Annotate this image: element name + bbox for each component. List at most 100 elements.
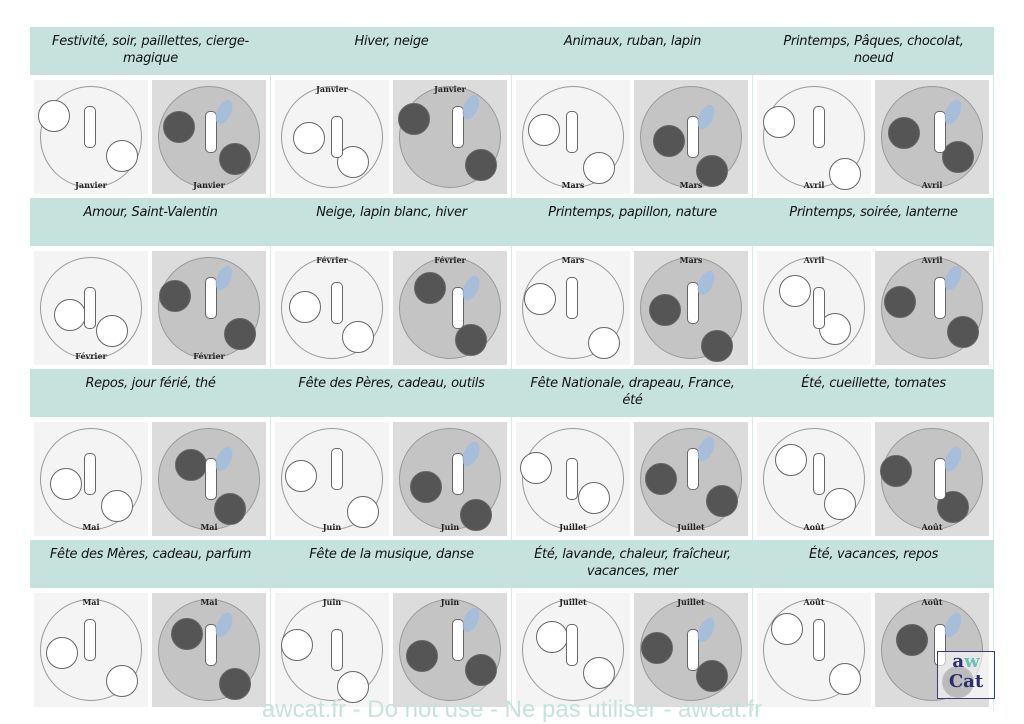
fairy-figure — [452, 105, 464, 148]
fairy-figure — [452, 618, 464, 661]
frame-circle — [522, 598, 624, 701]
logo-cat: Cat — [948, 671, 984, 692]
month-label: Février — [75, 350, 107, 361]
colored-illustration[interactable]: Mai — [152, 421, 266, 536]
flower-icon — [214, 492, 246, 525]
line-art-illustration[interactable]: Juin — [275, 592, 389, 707]
fairy-figure — [687, 115, 699, 158]
frame-circle — [763, 85, 865, 188]
theme-title: Fête des Mères, cadeau, parfum — [30, 540, 271, 588]
frame-circle — [763, 256, 865, 359]
theme-cell: Mai Mai — [30, 588, 271, 711]
line-art-illustration[interactable]: Juin — [275, 421, 389, 536]
flower-icon — [947, 315, 979, 348]
flower-icon — [771, 612, 803, 645]
month-label: Mai — [82, 596, 100, 607]
colored-illustration[interactable]: Janvier — [393, 79, 507, 194]
fairy-figure — [813, 618, 825, 661]
colored-illustration[interactable]: Mai — [152, 592, 266, 707]
flower-icon — [106, 139, 138, 172]
frame-circle — [281, 85, 383, 188]
month-label: Juin — [440, 521, 460, 532]
line-art-illustration[interactable]: Mai — [34, 421, 148, 536]
flower-icon — [106, 664, 138, 697]
line-art-illustration[interactable]: Janvier — [275, 79, 389, 194]
flower-icon — [829, 157, 861, 190]
fairy-figure — [205, 276, 217, 319]
month-label: Août — [921, 521, 943, 532]
line-art-illustration[interactable]: Février — [34, 250, 148, 365]
colored-illustration[interactable]: Juin — [393, 592, 507, 707]
fairy-figure — [687, 628, 699, 671]
month-label: Août — [803, 521, 825, 532]
fairy-figure — [84, 286, 96, 329]
theme-title: Fête Nationale, drapeau, France, été — [512, 369, 753, 417]
line-art-illustration[interactable]: Juillet — [516, 421, 630, 536]
line-art-illustration[interactable]: Mars — [516, 250, 630, 365]
line-art-illustration[interactable]: Août — [757, 592, 871, 707]
colored-illustration[interactable]: Février — [393, 250, 507, 365]
line-art-illustration[interactable]: Mars — [516, 79, 630, 194]
month-label: Février — [193, 350, 225, 361]
line-art-illustration[interactable]: Mai — [34, 592, 148, 707]
flower-icon — [281, 628, 313, 661]
flower-icon — [101, 489, 133, 522]
frame-circle — [40, 427, 142, 530]
flower-icon — [528, 113, 560, 146]
colored-illustration[interactable]: Février — [152, 250, 266, 365]
theme-title: Amour, Saint-Valentin — [30, 198, 271, 246]
month-label: Avril — [803, 254, 825, 265]
colored-illustration[interactable]: Mars — [634, 250, 748, 365]
colored-illustration[interactable]: Avril — [875, 79, 989, 194]
line-art-illustration[interactable]: Janvier — [34, 79, 148, 194]
frame-circle — [763, 598, 865, 701]
flower-icon — [96, 314, 128, 347]
flower-icon — [175, 448, 207, 481]
flower-icon — [465, 653, 497, 686]
theme-title: Festivité, soir, paillettes, cierge-magi… — [30, 27, 271, 75]
flower-icon — [706, 484, 738, 517]
frame-circle — [763, 427, 865, 530]
month-label: Août — [921, 596, 943, 607]
month-label: Février — [434, 254, 466, 265]
line-art-illustration[interactable]: Juillet — [516, 592, 630, 707]
line-art-illustration[interactable]: Avril — [757, 250, 871, 365]
flower-icon — [159, 279, 191, 312]
month-label: Juillet — [559, 521, 587, 532]
fairy-figure — [205, 110, 217, 153]
frame-circle — [40, 256, 142, 359]
theme-cell: Mars Mars — [512, 246, 753, 369]
month-label: Mars — [561, 254, 585, 265]
month-label: Janvier — [316, 83, 348, 94]
line-art-illustration[interactable]: Août — [757, 421, 871, 536]
theme-title: Animaux, ruban, lapin — [512, 27, 753, 75]
colored-illustration[interactable]: Août — [875, 421, 989, 536]
month-label: Mai — [82, 521, 100, 532]
month-label: Mai — [200, 521, 218, 532]
fairy-figure — [687, 281, 699, 324]
fairy-figure — [566, 623, 578, 666]
fairy-figure — [452, 286, 464, 329]
flower-icon — [293, 121, 325, 154]
frame-circle — [522, 85, 624, 188]
month-label: Juillet — [677, 596, 705, 607]
colored-illustration[interactable]: Juillet — [634, 592, 748, 707]
flower-icon — [347, 495, 379, 528]
colored-illustration[interactable]: Juin — [393, 421, 507, 536]
line-art-illustration[interactable]: Février — [275, 250, 389, 365]
colored-illustration[interactable]: Janvier — [152, 79, 266, 194]
flower-icon — [455, 323, 487, 356]
colored-illustration[interactable]: Avril — [875, 250, 989, 365]
fairy-figure — [687, 447, 699, 490]
flower-icon — [829, 662, 861, 695]
line-art-illustration[interactable]: Avril — [757, 79, 871, 194]
colored-illustration[interactable]: Juillet — [634, 421, 748, 536]
month-label: Mars — [679, 254, 703, 265]
colored-illustration[interactable]: Mars — [634, 79, 748, 194]
fairy-figure — [452, 452, 464, 495]
